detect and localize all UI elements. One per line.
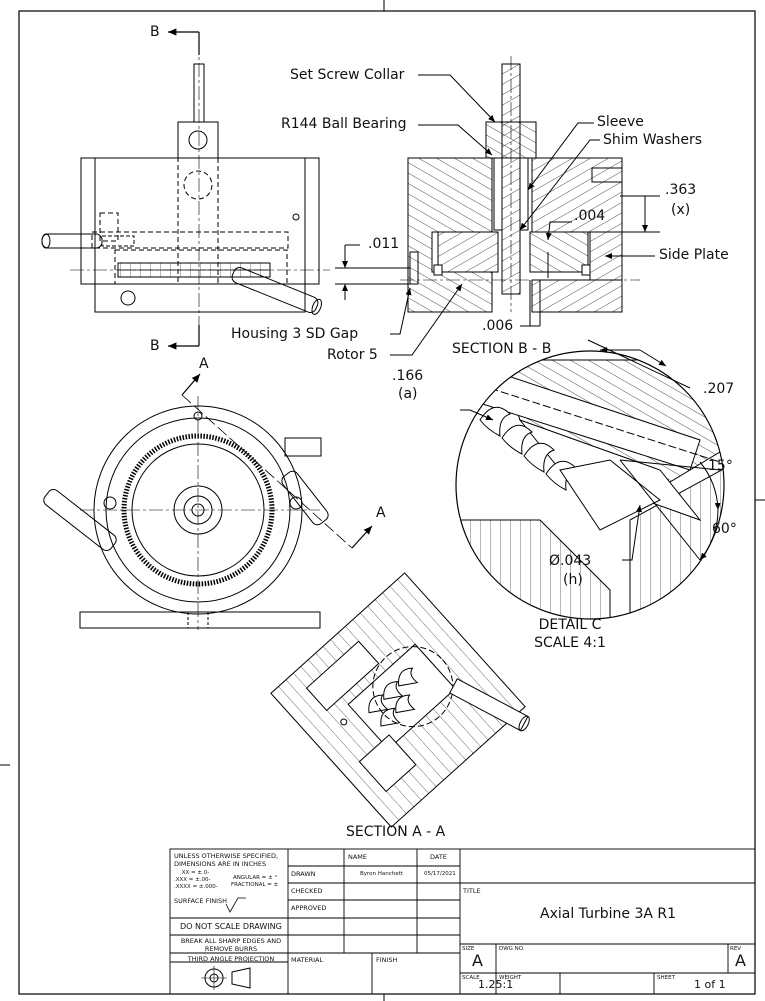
label-housing-gap: Housing 3 SD Gap (231, 326, 359, 342)
surface-finish-label: SURFACE FINISH (174, 897, 228, 905)
rev-label: REV (730, 946, 742, 952)
section-b-leaders (335, 74, 660, 356)
dim-011: .011 (368, 236, 400, 252)
tolerance-xx: .XX = ±.0- (180, 870, 210, 876)
dim-363: .363 (665, 182, 697, 198)
dim-207: .207 (703, 381, 735, 397)
angle-60: 60° (712, 521, 737, 537)
title-block-lines (169, 848, 756, 995)
third-angle-projection-icon (201, 966, 251, 990)
scale-value: 1.25:1 (478, 978, 514, 991)
section-a-arrows (181, 373, 373, 549)
row-approved-label: APPROVED (291, 904, 327, 912)
size-value: A (472, 951, 483, 970)
dim-166: .166 (392, 368, 424, 384)
row-checked-label: CHECKED (291, 887, 323, 895)
section-b-view (400, 56, 640, 313)
break-edges-note-2: REMOVE BURRS (204, 945, 258, 953)
front-view (41, 40, 330, 340)
section-b-title: SECTION B - B (452, 341, 552, 357)
drawn-name: Byron Hanchett (360, 871, 403, 877)
detail-c-scale: SCALE 4:1 (534, 635, 606, 651)
tolerance-angular: ANGULAR = ± ° (233, 875, 278, 881)
col-date-header: DATE (430, 853, 447, 861)
weight-label: WEIGHT (499, 975, 522, 981)
dim-004: .004 (574, 208, 606, 224)
dim-043-note: (h) (563, 572, 583, 588)
tolerance-note-2: DIMENSIONS ARE IN INCHES (174, 860, 267, 868)
scale-label: SCALE (462, 975, 480, 981)
label-rotor: Rotor 5 (327, 347, 378, 363)
section-b-label-bottom: B (150, 338, 160, 354)
size-label: SIZE (462, 946, 475, 952)
material-label: MATERIAL (291, 956, 324, 964)
label-r144-ball-bearing: R144 Ball Bearing (281, 116, 407, 132)
tolerance-note-1: UNLESS OTHERWISE SPECIFIED, (174, 852, 279, 860)
drawn-date: 05/17/2021 (424, 871, 456, 877)
dim-363-note: (x) (671, 202, 691, 218)
dwg-no-label: DWG NO. (499, 946, 525, 952)
label-set-screw-collar: Set Screw Collar (290, 67, 405, 83)
label-side-plate: Side Plate (659, 247, 729, 263)
tolerance-xxxx: .XXXX = ±.000- (174, 884, 218, 890)
surface-finish-icon (225, 897, 246, 913)
rev-value: A (735, 951, 746, 970)
col-name-header: NAME (348, 853, 368, 861)
angle-15: 15° (708, 458, 733, 474)
third-angle-label: THIRD ANGLE PROJECTION (187, 955, 275, 963)
do-not-scale-note: DO NOT SCALE DRAWING (180, 922, 282, 931)
dim-006: .006 (482, 318, 514, 334)
section-a-label-right: A (376, 505, 386, 521)
row-drawn-label: DRAWN (291, 870, 316, 878)
dim-166-note: (a) (398, 386, 418, 402)
sheet-label: SHEET (657, 975, 675, 981)
section-a-label-top: A (199, 356, 209, 372)
detail-c-title: DETAIL C (538, 617, 602, 633)
finish-label: FINISH (376, 956, 398, 964)
section-b-label-top: B (150, 24, 160, 40)
break-edges-note-1: BREAK ALL SHARP EDGES AND (180, 937, 282, 945)
label-sleeve: Sleeve (597, 114, 644, 130)
label-shim-washers: Shim Washers (603, 132, 703, 148)
section-a-view (270, 572, 530, 828)
tolerance-fractional: FRACTIONAL = ± (231, 882, 279, 888)
sheet-value: 1 of 1 (694, 978, 726, 991)
drawing-title: Axial Turbine 3A R1 (540, 906, 677, 922)
end-view (43, 394, 353, 630)
title-label: TITLE (463, 887, 481, 895)
dim-043: Ø.043 (549, 553, 592, 569)
section-a-title: SECTION A - A (346, 824, 446, 840)
detail-c-view (455, 339, 725, 620)
section-b-arrows (168, 28, 200, 350)
tolerance-xxx: .XXX = ±.00- (174, 877, 211, 883)
